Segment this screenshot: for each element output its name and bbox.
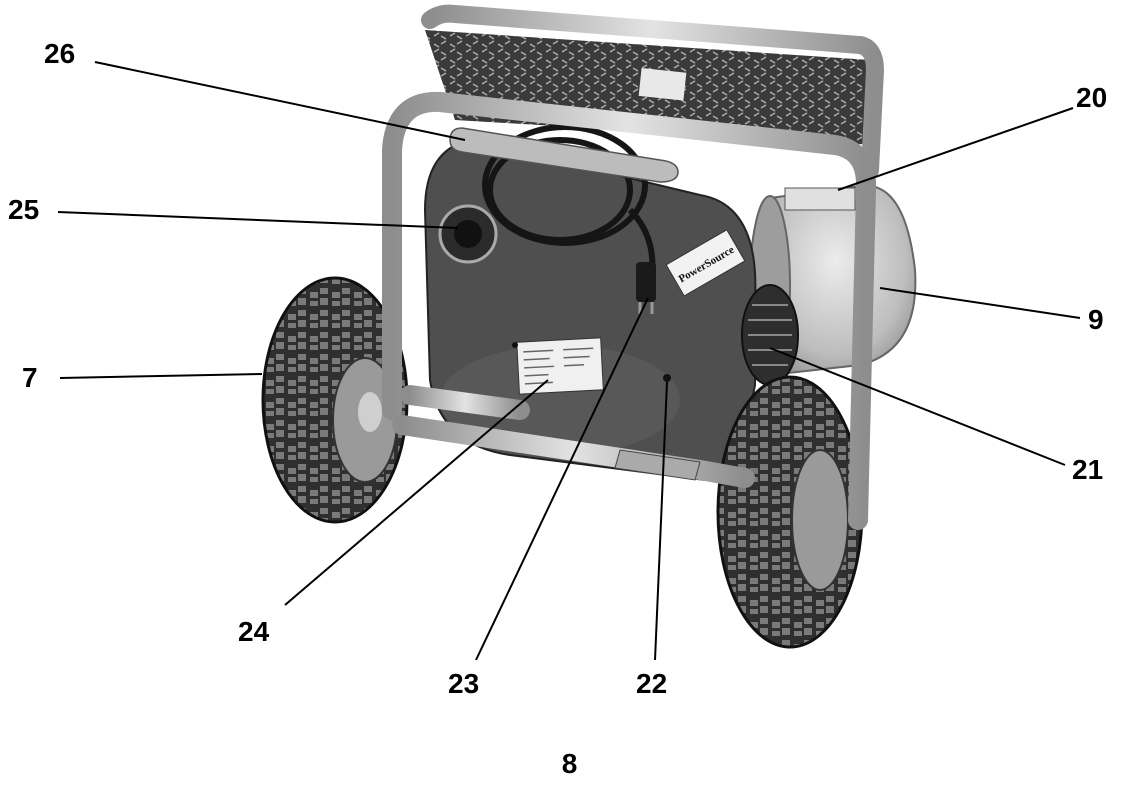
wheel-right bbox=[716, 375, 864, 649]
frame-front bbox=[382, 91, 877, 530]
leader-9 bbox=[879, 287, 1081, 319]
callout-26: 26 bbox=[44, 38, 76, 69]
leader-21 bbox=[769, 347, 1066, 466]
frame-skid bbox=[614, 449, 701, 481]
callout-24: 24 bbox=[238, 616, 270, 647]
drain-hole bbox=[512, 342, 518, 348]
leader-23 bbox=[475, 297, 649, 661]
plug-prongs bbox=[638, 302, 654, 314]
callout-25: 25 bbox=[8, 194, 40, 225]
leader-26 bbox=[94, 61, 466, 141]
callout-7: 7 bbox=[22, 362, 38, 393]
leader-24 bbox=[284, 379, 549, 606]
leader-22 bbox=[654, 381, 668, 661]
motor-fan-guard bbox=[741, 284, 799, 386]
leader-25 bbox=[57, 211, 459, 229]
cord-wrap-handle bbox=[449, 127, 679, 183]
callout-23: 23 bbox=[448, 668, 480, 699]
housing-shading bbox=[440, 345, 680, 455]
callout-22: 22 bbox=[636, 668, 668, 699]
drain-hole bbox=[663, 374, 671, 382]
cord-plug bbox=[636, 262, 656, 302]
callout-9: 9 bbox=[1088, 304, 1104, 335]
leader-7 bbox=[59, 373, 263, 379]
callout-20: 20 bbox=[1076, 82, 1108, 113]
rating-label bbox=[516, 337, 604, 395]
pressure-switch-knob bbox=[438, 204, 498, 264]
product-sticker-top bbox=[638, 67, 687, 101]
power-cord bbox=[482, 124, 656, 291]
frame-rear bbox=[421, 4, 885, 179]
leader-lines bbox=[57, 61, 1081, 661]
page-number: 8 bbox=[561, 748, 578, 779]
callout-21: 21 bbox=[1072, 454, 1104, 485]
leader-20 bbox=[837, 107, 1074, 191]
